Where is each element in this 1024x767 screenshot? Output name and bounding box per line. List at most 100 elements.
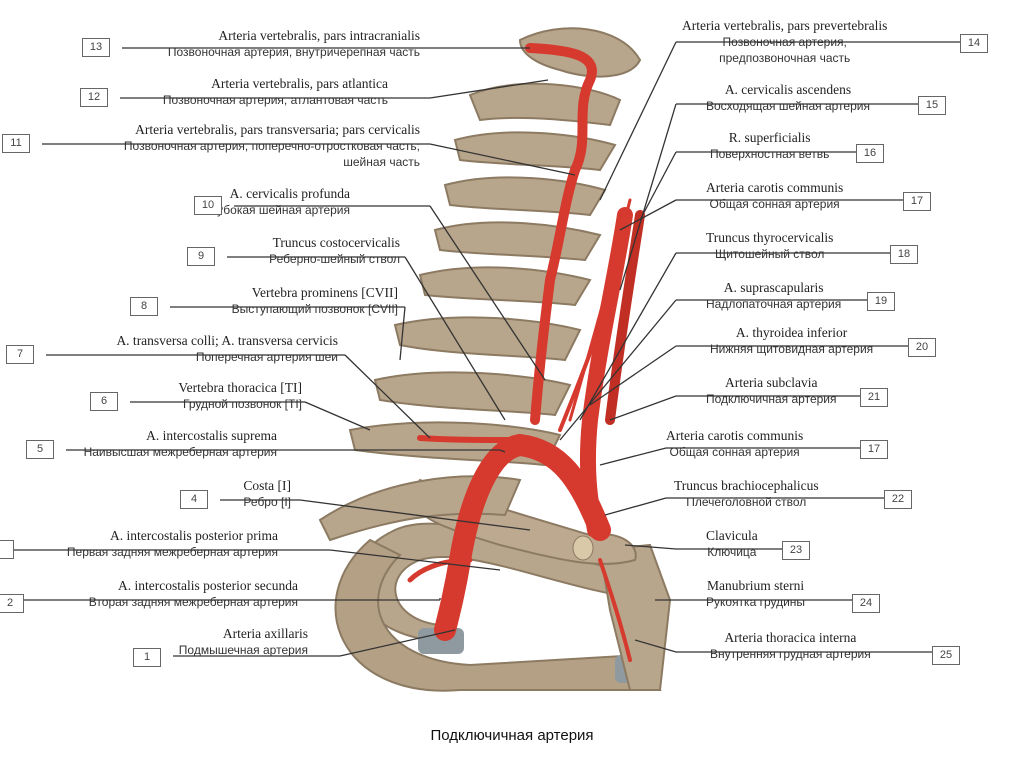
russian-term: Позвоночная артерия, атлантовая часть bbox=[162, 93, 388, 107]
leader-line bbox=[339, 629, 456, 657]
russian-term: Вторая задняя межреберная артерия bbox=[88, 595, 298, 609]
internal-thoracic-artery bbox=[598, 558, 632, 662]
label-4-9: Costa [I]Ребро [I] bbox=[243, 478, 291, 510]
subclavian-artery bbox=[434, 433, 611, 641]
number-box: 14 bbox=[960, 34, 988, 53]
number-box: 20 bbox=[908, 338, 936, 357]
number-box: 18 bbox=[890, 245, 918, 264]
russian-term: Выступающий позвонок [CVII] bbox=[231, 302, 398, 316]
number-box: 10 bbox=[194, 196, 222, 215]
number-box: 16 bbox=[856, 144, 884, 163]
leader-line bbox=[599, 447, 667, 466]
latin-term: A. thyroidea inferior bbox=[735, 325, 848, 340]
number-box: 17 bbox=[903, 192, 931, 211]
latin-term: Arteria carotis communis bbox=[666, 428, 804, 443]
latin-term: Arteria vertebralis, pars transversaria;… bbox=[135, 122, 420, 137]
latin-term: Arteria axillaris bbox=[222, 626, 308, 641]
russian-term: Подмышечная артерия bbox=[178, 643, 308, 657]
label-8-5: Vertebra prominens [CVII] Выступающий поз… bbox=[232, 285, 398, 317]
number-box: 23 bbox=[782, 541, 810, 560]
vertebral-artery bbox=[525, 43, 597, 425]
russian-term: Надлопаточная артерия bbox=[706, 297, 842, 311]
russian-term: Общая сонная артерия bbox=[669, 445, 800, 459]
number-box: 2 bbox=[0, 594, 24, 613]
rib-1 bbox=[334, 538, 662, 692]
latin-term: A. intercostalis posterior secunda bbox=[118, 578, 298, 593]
latin-term: Arteria vertebralis, pars prevertebralis bbox=[682, 18, 888, 33]
number-box: 9 bbox=[187, 247, 215, 266]
common-carotid-artery-2 bbox=[605, 210, 645, 425]
number-box: 11 bbox=[2, 134, 30, 153]
number-box: 5 bbox=[26, 440, 54, 459]
number-box: 7 bbox=[6, 345, 34, 364]
russian-term: Реберно-шейный ствол bbox=[269, 252, 400, 266]
russian-term: Поверхностная ветвь bbox=[710, 147, 830, 161]
number-box: 21 bbox=[860, 388, 888, 407]
russian-term: Позвоночная артерия, bbox=[722, 35, 847, 49]
leader-line bbox=[429, 79, 549, 99]
leader-line bbox=[619, 199, 677, 231]
number-box bbox=[0, 540, 14, 559]
latin-term: Vertebra thoracica [TI] bbox=[178, 380, 302, 395]
leader-line bbox=[399, 306, 406, 361]
leader-line bbox=[619, 103, 677, 291]
leader-line bbox=[634, 639, 677, 653]
russian-term: Позвоночная артерия, поперечно-отростков… bbox=[123, 139, 420, 153]
leader-line bbox=[559, 299, 677, 441]
ascending-cervical-branch bbox=[568, 198, 632, 422]
latin-term: A. intercostalis suprema bbox=[146, 428, 277, 443]
leader-line bbox=[429, 205, 546, 381]
latin-term: Arteria subclavia bbox=[724, 375, 818, 390]
number-box: 8 bbox=[130, 297, 158, 316]
leader-lines bbox=[6, 41, 960, 657]
number-box: 13 bbox=[82, 38, 110, 57]
leader-line bbox=[639, 151, 677, 221]
latin-term: R. superficialis bbox=[728, 130, 811, 145]
number-box: 6 bbox=[90, 392, 118, 411]
leader-line bbox=[304, 401, 371, 431]
number-box: 22 bbox=[884, 490, 912, 509]
number-box: 1 bbox=[133, 648, 161, 667]
manubrium-sterni bbox=[598, 543, 672, 691]
latin-term: Truncus costocervicalis bbox=[272, 235, 400, 250]
russian-term: Позвоночная артерия, внутричерепная част… bbox=[167, 45, 420, 59]
leader-line bbox=[589, 345, 677, 406]
label-7-6: A. transversa colli; A. transversa cervi… bbox=[116, 333, 338, 365]
latin-term: Clavicula bbox=[706, 528, 758, 543]
russian-term-line2: шейная часть bbox=[343, 155, 420, 169]
latin-term: Arteria carotis communis bbox=[706, 180, 844, 195]
leader-line bbox=[329, 549, 501, 571]
leader-line bbox=[344, 354, 431, 439]
latin-term: Vertebra prominens [CVII] bbox=[251, 285, 398, 300]
russian-term: Щитошейный ствол bbox=[714, 247, 825, 261]
number-box: 12 bbox=[80, 88, 108, 107]
figure-caption: Подключичная артерия bbox=[430, 727, 594, 744]
russian-term: Поперечная артерия шеи bbox=[195, 350, 338, 364]
number-box: 15 bbox=[918, 96, 946, 115]
label-14-13: Arteria vertebralis, pars prevertebralis… bbox=[682, 18, 887, 66]
clavicle-section bbox=[572, 535, 594, 561]
latin-term: Arteria vertebralis, pars intracranialis bbox=[218, 28, 420, 43]
russian-term: Грудной позвонок [TI] bbox=[183, 397, 302, 411]
russian-term: Наивысшая межреберная артерия bbox=[83, 445, 277, 459]
number-box: 19 bbox=[867, 292, 895, 311]
latin-term: Truncus thyrocervicalis bbox=[706, 230, 834, 245]
russian-term: Глубокая шейная артерия bbox=[204, 203, 350, 217]
leader-line bbox=[579, 252, 677, 421]
latin-term: Costa [I] bbox=[243, 478, 291, 493]
latin-term: Truncus brachiocephalicus bbox=[674, 478, 819, 493]
